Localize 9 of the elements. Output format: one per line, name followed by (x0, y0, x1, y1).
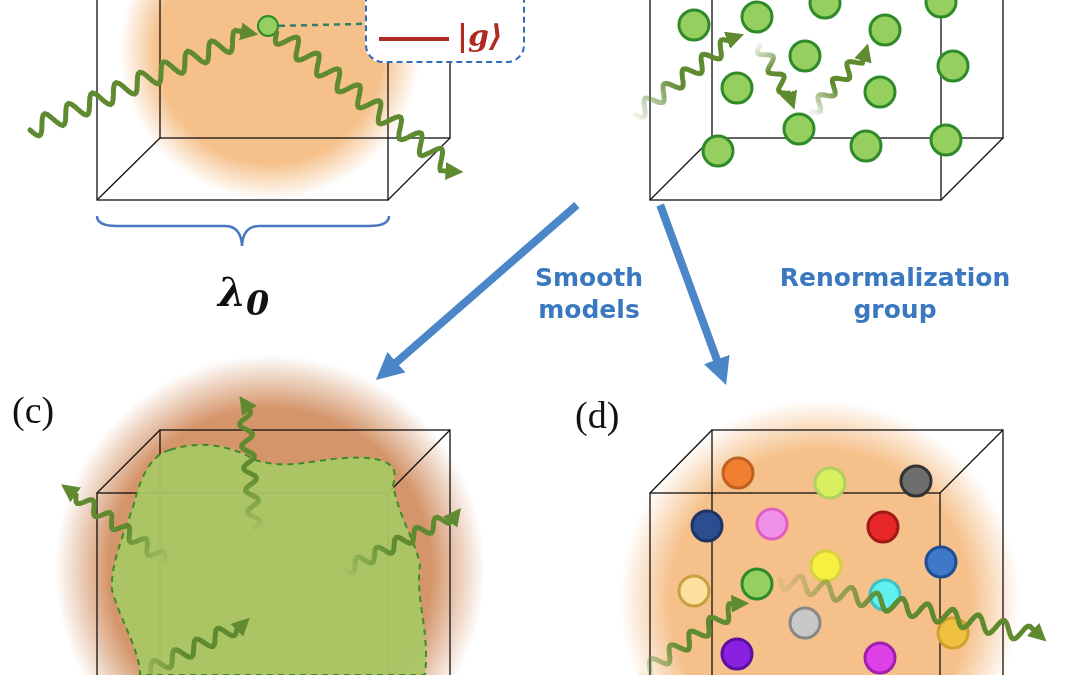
arrow (375, 202, 580, 381)
arrow (27, 22, 259, 139)
panel-label: (c) (12, 388, 55, 432)
energy-level-inset (365, 0, 525, 63)
panel-label: (d) (575, 393, 620, 437)
math-label: λ$_{0}$ (218, 268, 270, 323)
state-label: |g⟩ (457, 19, 503, 53)
arrow (656, 203, 730, 385)
arrow (272, 30, 464, 180)
